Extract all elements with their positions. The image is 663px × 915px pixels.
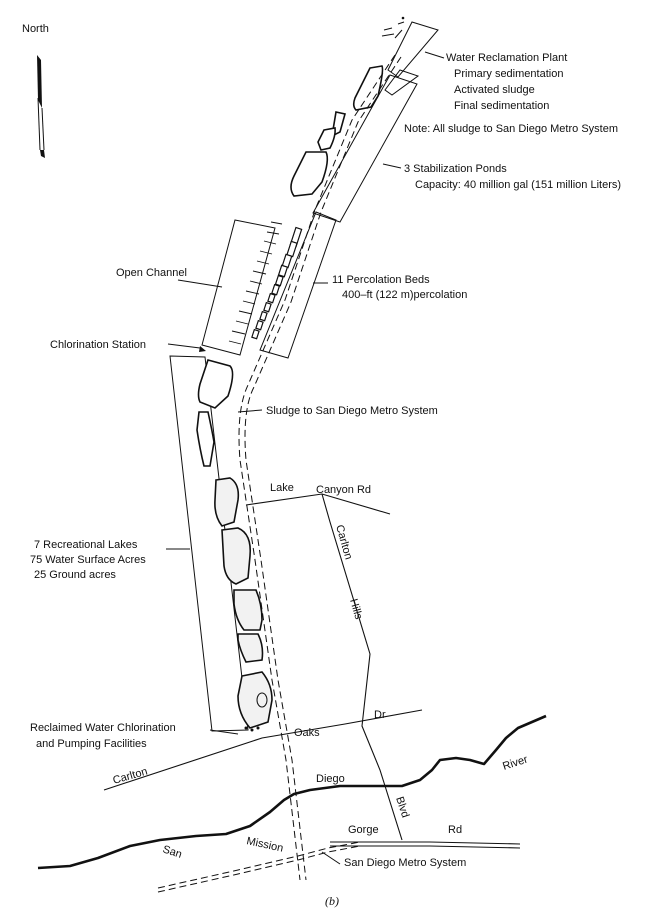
sludge-pipeline xyxy=(238,54,396,881)
river-label-mission: Mission xyxy=(245,835,284,854)
plant-line-2: Activated sludge xyxy=(454,84,535,96)
open-channel-leader xyxy=(177,279,223,288)
plant-title: Water Reclamation Plant xyxy=(446,52,567,64)
san-diego-river xyxy=(37,714,547,870)
gorge-road xyxy=(330,841,521,845)
chlorination-leader xyxy=(167,343,201,349)
reclaimed-leader xyxy=(209,729,239,735)
percolation-detail: 400–ft (122 m)percolation xyxy=(342,289,467,301)
reclaimed-line-2: and Pumping Facilities xyxy=(36,738,147,750)
river-label-diego: Diego xyxy=(316,773,345,785)
percolation-title: 11 Percolation Beds xyxy=(332,274,430,286)
open-channel-bracket xyxy=(201,219,276,356)
plant-line-3: Final sedimentation xyxy=(454,100,549,112)
sludge-leader xyxy=(237,409,263,413)
percolation-bracket xyxy=(259,211,337,359)
ponds-bracket xyxy=(312,74,418,223)
carlton-oaks-dr xyxy=(103,709,423,791)
percolation-beds xyxy=(251,226,303,340)
road-label-hills: Hills xyxy=(347,598,364,622)
river-label-river: River xyxy=(501,753,529,772)
chlorination-arrowhead xyxy=(199,346,206,352)
stabilization-ponds xyxy=(290,65,384,197)
road-label-gorge: Gorge xyxy=(348,824,379,836)
road-label-oaks: Oaks xyxy=(294,727,320,739)
ponds-capacity: Capacity: 40 million gal (151 million Li… xyxy=(415,179,621,191)
north-arrow xyxy=(37,55,45,158)
lakes-line-3: 25 Ground acres xyxy=(34,569,116,581)
open-channel-label: Open Channel xyxy=(116,267,187,279)
ponds-title: 3 Stabilization Ponds xyxy=(404,163,507,175)
lakes-line-1: 7 Recreational Lakes xyxy=(34,539,138,551)
plant-note: Note: All sludge to San Diego Metro Syst… xyxy=(404,123,618,135)
sludge-pipeline-parallel xyxy=(244,56,402,881)
carlton-hills-blvd xyxy=(321,493,403,841)
ponds-leader xyxy=(382,163,402,169)
metro-pipeline-parallel xyxy=(157,845,361,893)
road-label-blvd: Blvd xyxy=(393,795,411,819)
lakes-line-2: 75 Water Surface Acres xyxy=(30,554,146,566)
recreational-lakes xyxy=(196,359,273,732)
sludge-label: Sludge to San Diego Metro System xyxy=(266,405,438,417)
road-label-rd: Rd xyxy=(448,824,462,836)
north-label: North xyxy=(22,23,49,35)
chlorination-label: Chlorination Station xyxy=(50,339,146,351)
metro-label: San Diego Metro System xyxy=(344,857,466,869)
lake-canyon-road xyxy=(245,493,391,515)
open-channel-hatching xyxy=(228,221,283,345)
road-label-dr: Dr xyxy=(374,709,386,721)
metro-leader xyxy=(321,851,341,865)
river-label-san: San xyxy=(161,843,183,860)
gorge-road-edge xyxy=(330,845,521,849)
road-label-lake: Lake xyxy=(270,482,294,494)
reclaimed-line-1: Reclaimed Water Chlorination xyxy=(30,722,176,734)
metro-pipeline xyxy=(157,841,361,889)
road-label-canyon-rd: Canyon Rd xyxy=(316,484,371,496)
lakes-bracket xyxy=(169,355,249,732)
road-label-carlton-horizontal: Carlton xyxy=(112,766,149,787)
figure-caption: (b) xyxy=(325,894,339,908)
plant-line-1: Primary sedimentation xyxy=(454,68,563,80)
plant-bracket xyxy=(381,16,445,96)
